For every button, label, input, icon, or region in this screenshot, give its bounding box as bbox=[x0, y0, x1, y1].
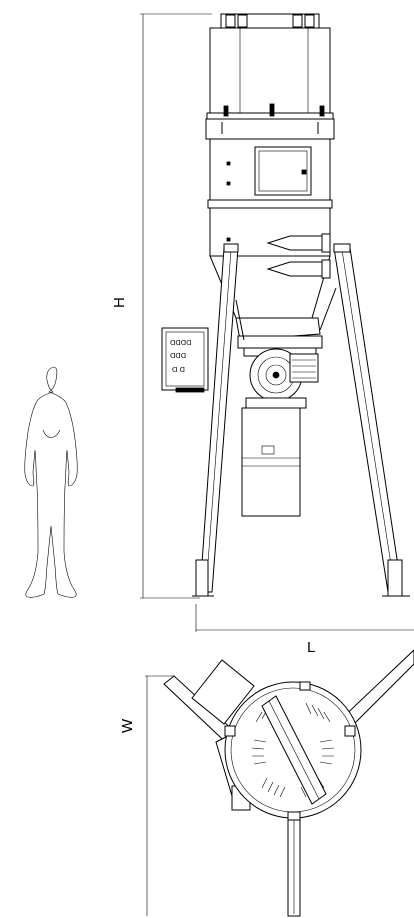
motor bbox=[289, 353, 319, 383]
top-view bbox=[163, 649, 414, 917]
top-cap bbox=[220, 13, 320, 29]
control-panel-row2: ᗡᗡᗡ bbox=[170, 352, 186, 360]
dimension-height: H bbox=[111, 13, 212, 599]
dimension-length: L bbox=[195, 604, 414, 656]
dimension-width: W bbox=[119, 675, 175, 916]
silencer-box bbox=[241, 407, 301, 517]
height-label: H bbox=[111, 297, 128, 308]
leg-right bbox=[333, 247, 403, 593]
width-label: W bbox=[119, 718, 136, 733]
human-arms-fold bbox=[42, 429, 61, 438]
control-panel bbox=[161, 327, 209, 391]
human-silhouette bbox=[24, 366, 78, 598]
control-panel-row3: ᗡ ᗡ bbox=[172, 366, 185, 374]
rotary-valve-flange bbox=[237, 335, 323, 349]
filter-housing bbox=[209, 27, 331, 115]
control-panel-row1: ᗡᗡᗡᗡ bbox=[170, 339, 191, 347]
side-elevation: ᗡᗡᗡᗡ ᗡᗡᗡ ᗡ ᗡ bbox=[161, 13, 410, 597]
top-louvres bbox=[251, 702, 335, 798]
leg-left bbox=[199, 247, 239, 593]
length-label: L bbox=[307, 639, 315, 656]
top-control-box bbox=[191, 659, 255, 725]
